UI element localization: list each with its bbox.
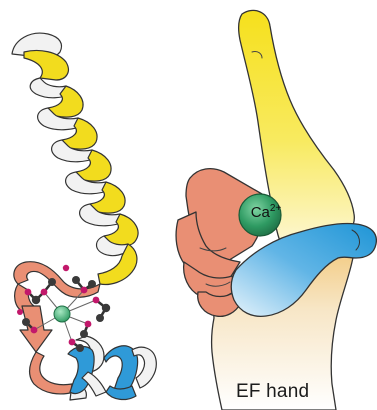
ef-hand-caption: EF hand <box>236 381 309 403</box>
ion-symbol: Ca <box>251 204 270 221</box>
ion-charge: 2+ <box>270 203 281 214</box>
calcium-ion-small <box>54 306 70 322</box>
calcium-ion-label: Ca2+ <box>243 204 289 221</box>
e-helix <box>12 33 138 284</box>
protein-ribbon-icon <box>12 33 156 400</box>
